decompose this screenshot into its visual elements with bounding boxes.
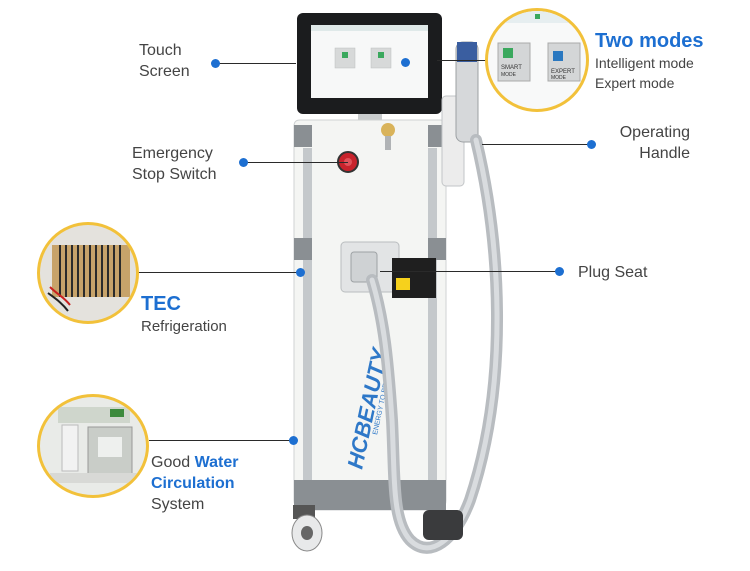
label-plug-seat: Plug Seat [578, 264, 648, 281]
operating-line2: Handle [639, 145, 690, 162]
label-water: Good Water Circulation System [151, 452, 238, 515]
callout-tec-module [37, 222, 139, 324]
dot-operating [587, 140, 596, 149]
label-operating-handle: Operating Handle [600, 122, 690, 164]
leader-emergency [244, 162, 348, 163]
leader-operating [482, 144, 592, 145]
tec-title: TEC [141, 293, 181, 315]
modes-item-expert: Expert mode [595, 75, 675, 91]
svg-text:EXPERT: EXPERT [551, 69, 575, 75]
leader-modes [437, 60, 487, 61]
tec-subtitle: Refrigeration [141, 318, 227, 335]
touch-screen-line1: Touch [139, 42, 182, 59]
emergency-line2: Stop Switch [132, 166, 217, 183]
svg-text:SMART: SMART [501, 65, 522, 71]
water-word: Water [194, 454, 239, 471]
leader-touch-screen [216, 63, 296, 64]
leader-water [149, 440, 294, 441]
emergency-line1: Emergency [132, 145, 213, 162]
label-tec: TEC Refrigeration [141, 292, 227, 337]
modes-title: Two modes [595, 30, 704, 52]
water-system: System [151, 496, 205, 513]
dot-touch-screen [211, 59, 220, 68]
water-line1: Good Water [151, 452, 238, 473]
water-circulation: Circulation [151, 475, 235, 492]
dot-plug-seat [555, 267, 564, 276]
svg-text:MODE: MODE [501, 72, 517, 78]
dot-screen-point [401, 58, 410, 67]
dot-water [289, 436, 298, 445]
label-touch-screen: Touch Screen [139, 40, 190, 82]
monitor-screen [311, 25, 428, 98]
leader-plug-seat [380, 271, 558, 272]
leader-tec [136, 272, 300, 273]
callout-mode-zoom: SMART MODE EXPERT MODE [485, 8, 589, 112]
callout-water-module [37, 394, 149, 498]
touch-screen-line2: Screen [139, 63, 190, 80]
modes-item-intelligent: Intelligent mode [595, 55, 694, 71]
svg-text:MODE: MODE [551, 75, 567, 81]
dot-emergency [239, 158, 248, 167]
water-good: Good [151, 454, 191, 471]
key-switch [381, 123, 395, 137]
operating-line1: Operating [619, 124, 690, 141]
label-two-modes: Two modes Intelligent mode Expert mode [595, 29, 704, 93]
label-emergency: Emergency Stop Switch [132, 143, 216, 185]
dot-tec [296, 268, 305, 277]
